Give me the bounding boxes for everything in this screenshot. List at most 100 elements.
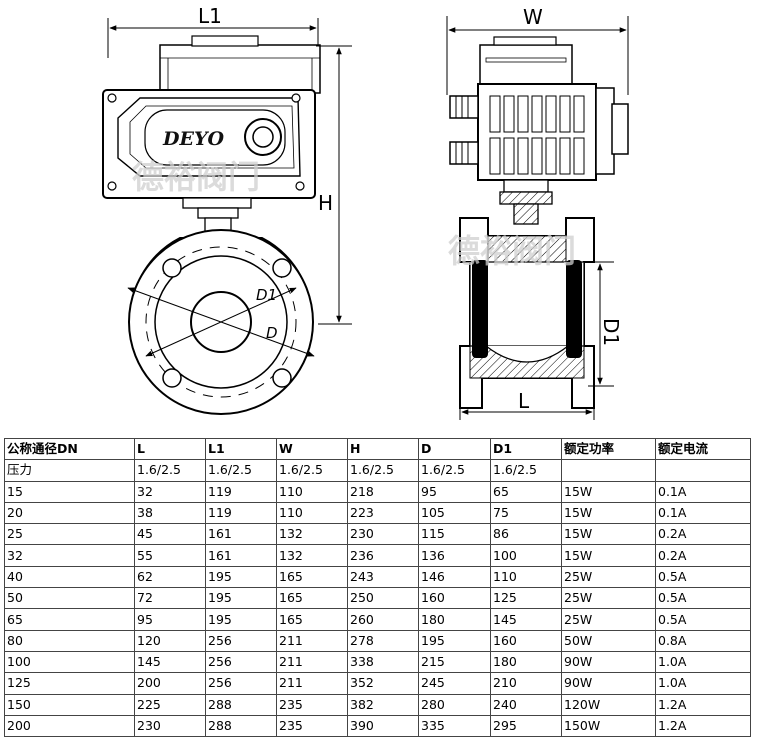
table-cell: 195 [205,565,277,589]
table-cell: 225 [134,693,206,716]
dimension-l1: L1 [107,4,319,58]
table-cell: 15W [561,501,656,525]
table-cell: 161 [205,523,277,546]
table-cell: 119 [205,501,277,525]
table-cell: 1.6/2.5 [276,459,348,482]
table-cell: 100 [4,650,135,674]
dim-label-d-front: D [266,324,278,342]
table-cell: 0.5A [655,587,751,610]
table-cell: 150W [561,714,656,738]
table-cell: 295 [490,714,562,738]
table-cell: 195 [418,629,491,652]
table-cell: 公称通径DN [4,437,135,461]
table-cell: 62 [134,565,206,589]
table-cell: 90W [561,650,656,674]
table-cell: 110 [276,501,348,525]
table-cell: 215 [418,650,491,674]
table-cell: 165 [276,565,348,589]
valve-body-section [459,217,595,409]
table-cell: 15W [561,523,656,546]
table-cell: 1.0A [655,672,751,695]
table-cell: 382 [347,693,419,716]
table-cell: 256 [205,672,277,695]
table-cell: 50 [4,587,135,610]
table-cell: 200 [134,672,206,695]
table-cell: 25W [561,587,656,610]
table-cell: H [347,437,419,461]
table-cell: 132 [276,544,348,567]
table-cell: 1.0A [655,650,751,674]
table-cell: 136 [418,544,491,567]
table-cell: 145 [490,608,562,631]
table-cell: 额定电流 [655,437,751,461]
actuator-top-cap [159,35,321,94]
mounting-bracket [182,197,252,233]
table-cell: 338 [347,650,419,674]
table-cell: 352 [347,672,419,695]
table-cell: 260 [347,608,419,631]
table-cell: 40 [4,565,135,589]
table-cell: 125 [4,672,135,695]
table-cell: 65 [4,608,135,631]
table-cell: 236 [347,544,419,567]
table-cell: 1.6/2.5 [134,459,206,482]
table-cell: 211 [276,629,348,652]
table-cell: 72 [134,587,206,610]
dim-label-d1-front: D1 [256,286,277,304]
table-cell: 280 [418,693,491,716]
table-cell: 335 [418,714,491,738]
table-cell: 86 [490,523,562,546]
table-cell: 160 [490,629,562,652]
table-cell: 146 [418,565,491,589]
table-cell: 1.2A [655,693,751,716]
table-cell: 165 [276,587,348,610]
actuator-body-side [449,83,629,181]
table-cell: 1.2A [655,714,751,738]
table-cell: 0.1A [655,480,751,503]
table-cell: 240 [490,693,562,716]
table-cell: 25W [561,608,656,631]
table-cell: 235 [276,714,348,738]
table-cell: 额定功率 [561,437,656,461]
actuator-body: DEYO [102,89,316,199]
dimension-w: W [446,5,629,95]
table-cell: 0.2A [655,544,751,567]
table-cell: 223 [347,501,419,525]
table-cell: 110 [276,480,348,503]
dimension-h: H [316,45,352,325]
dimension-l: L [459,388,595,420]
table-cell: 145 [134,650,206,674]
actuator-top-cap-side [479,36,573,86]
table-cell: 110 [490,565,562,589]
table-cell: 230 [347,523,419,546]
table-cell: 390 [347,714,419,738]
valve-technical-drawing: L1 DEYO [102,4,629,420]
table-cell: 90W [561,672,656,695]
table-cell: 250 [347,587,419,610]
table-cell: 210 [490,672,562,695]
table-cell: 243 [347,565,419,589]
table-cell: D [418,437,491,461]
table-cell: 125 [490,587,562,610]
screw-icon [107,93,305,191]
table-cell: 32 [4,544,135,567]
table-cell: 压力 [4,459,135,482]
table-cell: 256 [205,629,277,652]
table-cell: D1 [490,437,562,461]
table-cell: 235 [276,693,348,716]
watermark: 德裕阀门 [448,232,576,270]
table-cell: 150 [4,693,135,716]
table-cell: 230 [134,714,206,738]
table-cell: 256 [205,650,277,674]
cooling-fins [489,95,585,175]
dimension-d1-side: D1 [588,261,623,387]
table-cell: 45 [134,523,206,546]
